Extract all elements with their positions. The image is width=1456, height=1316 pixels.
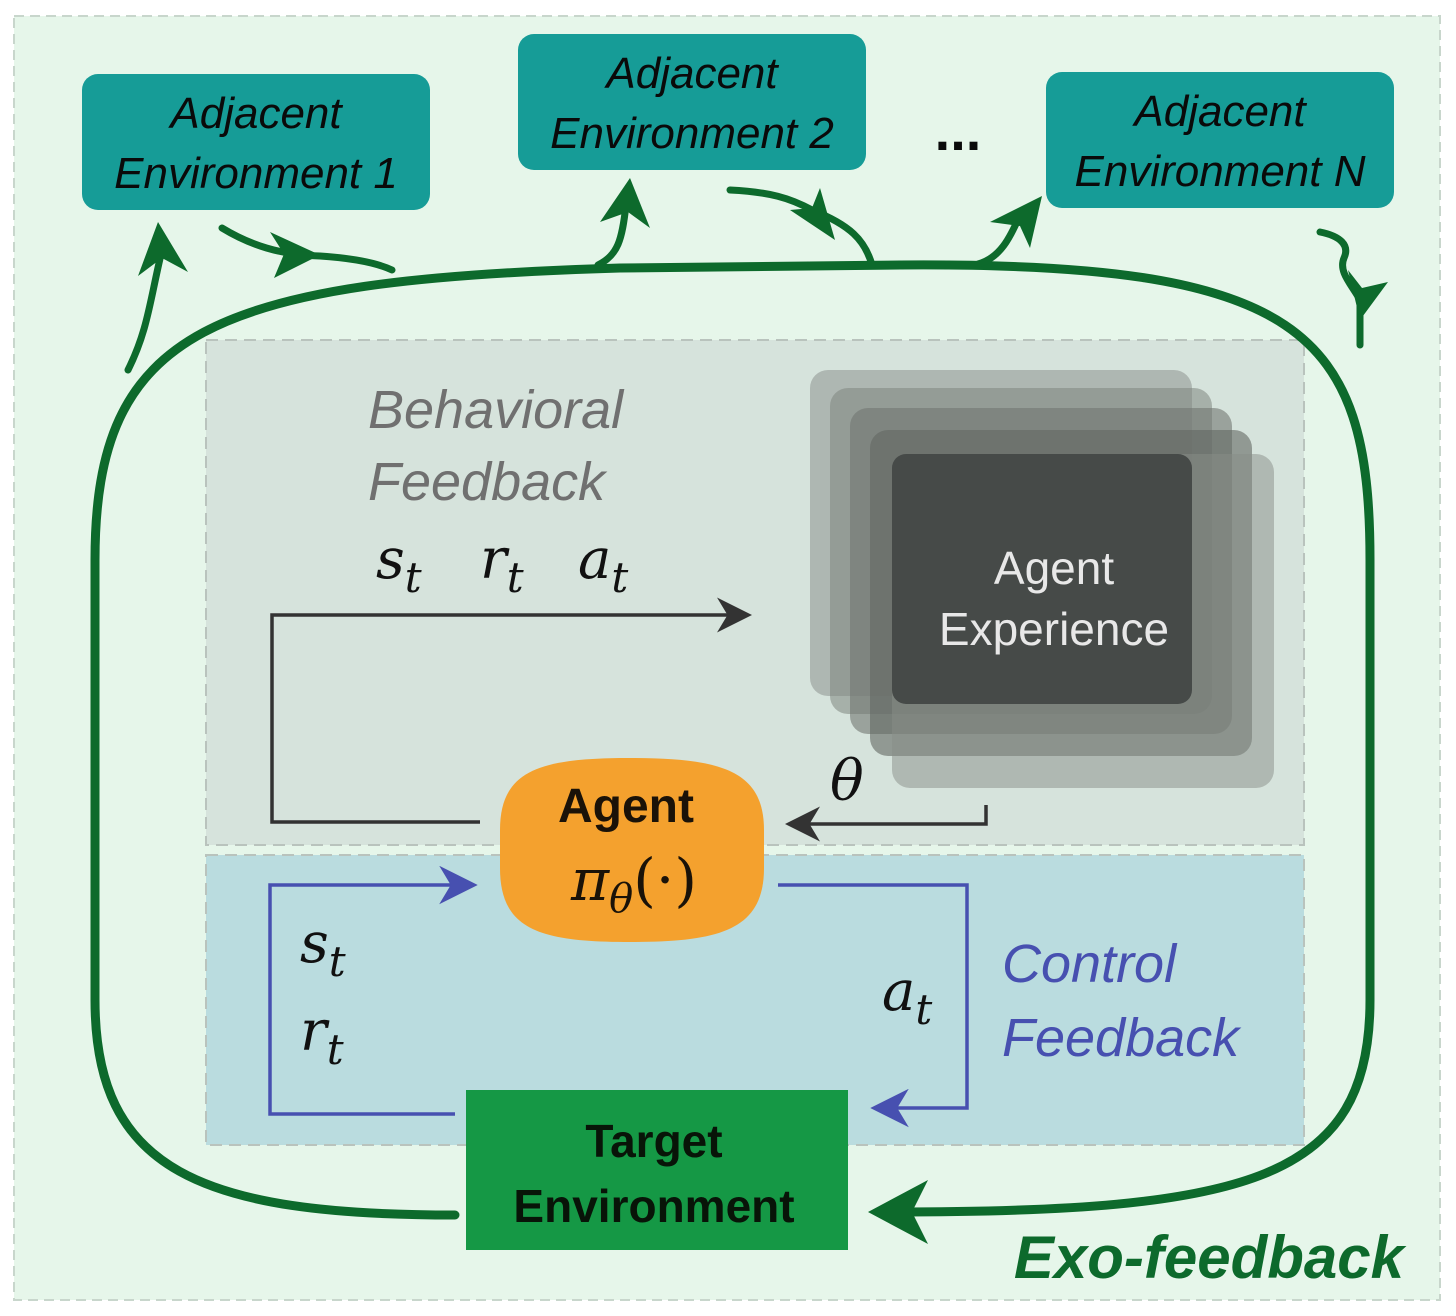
- agent-experience-line2: Experience: [939, 603, 1169, 655]
- behavioral-variables: st rt at: [376, 527, 628, 602]
- control-s-t: st: [300, 911, 346, 986]
- behavioral-feedback-line2: Feedback: [368, 452, 608, 512]
- behavioral-arrow-to-experience: [270, 597, 752, 824]
- control-arrow-to-target: [778, 883, 969, 1128]
- exo-arrowhead-adjacent-n: [990, 196, 1042, 248]
- behavioral-r-t: rt: [480, 527, 524, 602]
- adjacent-environment-1: Adjacent Environment 1: [82, 74, 430, 210]
- agent-title: Agent: [558, 780, 694, 833]
- exo-feedback-label: Exo-feedback: [1014, 1224, 1407, 1291]
- behavioral-a-t: at: [578, 527, 628, 602]
- control-a-t: at: [882, 959, 932, 1034]
- adjacent-environment-2: Adjacent Environment 2: [518, 34, 866, 170]
- exo-branch-from-adjacent-1: [218, 224, 396, 274]
- agent-experience-line1: Agent: [994, 542, 1114, 594]
- exo-arrowhead-adjacent-2: [600, 178, 650, 228]
- exo-branch-to-adjacent-2: [594, 201, 630, 269]
- target-environment: Target Environment: [466, 1090, 848, 1250]
- theta-label: θ: [830, 749, 864, 814]
- control-r-t: rt: [300, 999, 344, 1074]
- exo-arrowhead-from-adjacent-2: [790, 188, 835, 240]
- adjacent-environment-n-line2: Environment N: [1074, 147, 1365, 196]
- exo-branch-to-adjacent-1: [124, 246, 166, 374]
- exo-arrowhead-target: [868, 1180, 928, 1244]
- control-feedback-line1: Control: [1002, 934, 1178, 994]
- adjacent-environment-1-line1: Adjacent: [167, 89, 343, 138]
- experience-card-front: [892, 454, 1192, 704]
- ellipsis: ...: [935, 99, 982, 162]
- adjacent-environment-1-line2: Environment 1: [114, 149, 398, 198]
- target-environment-line1: Target: [585, 1115, 722, 1167]
- exo-arrowhead-from-adjacent-n: [1348, 270, 1388, 320]
- behavioral-s-t: st: [376, 527, 422, 602]
- behavioral-feedback-line1: Behavioral: [368, 380, 625, 440]
- theta-arrow-to-agent: [785, 805, 988, 842]
- agent-policy: πθ(·): [570, 846, 697, 922]
- exo-feedback-loop: [90, 260, 1375, 1220]
- adjacent-environment-n-line1: Adjacent: [1131, 87, 1307, 136]
- adjacent-environment-2-line2: Environment 2: [550, 109, 834, 158]
- agent-node: Agent πθ(·): [500, 758, 764, 942]
- target-environment-line2: Environment: [513, 1180, 794, 1232]
- exo-arrowhead-from-adjacent-1: [270, 232, 320, 278]
- control-arrow-to-agent: [268, 865, 478, 1116]
- adjacent-environment-n: Adjacent Environment N: [1046, 72, 1394, 208]
- exo-arrowhead-adjacent-1: [138, 222, 188, 276]
- adjacent-environment-2-line1: Adjacent: [603, 49, 779, 98]
- control-feedback-line2: Feedback: [1002, 1008, 1242, 1068]
- agent-experience-stack: Agent Experience: [810, 370, 1274, 788]
